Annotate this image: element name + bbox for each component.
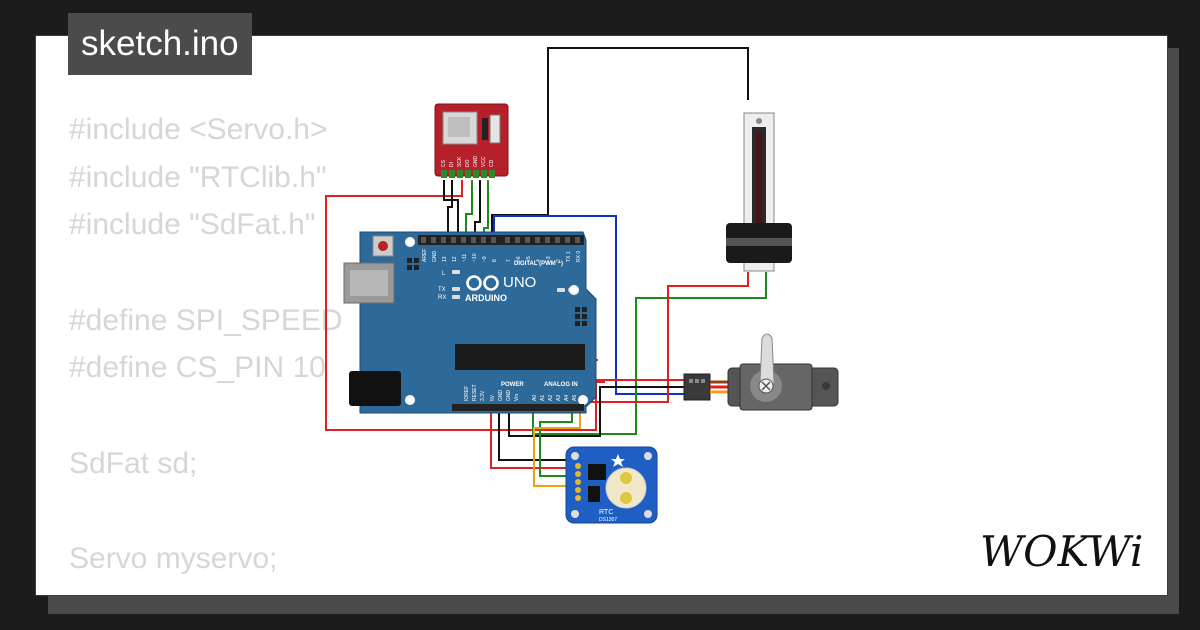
digital-pin-label: RX 0	[576, 251, 582, 262]
digital-pin-label: AREF	[422, 249, 428, 262]
digital-pin-label: 4	[536, 259, 542, 262]
arduino-brand-label: ARDUINO	[465, 293, 507, 303]
digital-pin-label: ~6	[516, 256, 522, 262]
code-line: #include "RTClib.h"	[69, 160, 327, 194]
code-line: #include "SdFat.h"	[69, 208, 316, 242]
analog-header-label: ANALOG IN	[544, 382, 578, 388]
wokwi-logo[interactable]: WOKWi	[978, 526, 1148, 576]
rtc-chip	[588, 464, 606, 480]
code-line: RTC_DS1307	[69, 583, 343, 595]
digital-pin-label: ~5	[526, 256, 532, 262]
digital-pin-label: 7	[506, 259, 512, 262]
arduino-infinity-icon	[466, 275, 499, 291]
wokwi-logo-text: WOKWi	[980, 527, 1143, 576]
digital-header-label: DIGITAL (PWM ~)	[514, 261, 563, 267]
analog-pin-label: A5	[572, 395, 578, 401]
sd-pin-label: SCK	[457, 156, 463, 167]
digital-pin-label: TX 1	[566, 251, 572, 262]
file-name-tab[interactable]: sketch.ino	[68, 13, 252, 75]
digital-pin-label: 2	[556, 259, 562, 262]
power-pin-label: 5V	[490, 394, 496, 401]
digital-pin-label: 12	[452, 256, 458, 262]
servo-motor[interactable]	[683, 333, 839, 411]
led-label: RX	[438, 295, 446, 301]
analog-pin-label: A2	[548, 395, 554, 401]
led-label: L	[442, 271, 446, 277]
rtc-chip-label: DS1307	[599, 517, 617, 523]
digital-pin-label: ~9	[482, 256, 488, 262]
code-line: Servo myservo;	[69, 542, 278, 576]
wires	[325, 47, 767, 487]
led-label: TX	[438, 287, 446, 293]
digital-pin-label: 8	[492, 259, 498, 262]
power-pin-label: GND	[498, 390, 504, 402]
digital-pin-label: 13	[442, 256, 448, 262]
power-pin-label: GND	[506, 390, 512, 402]
on-led-label: ON	[568, 288, 577, 294]
sd-pin-label: GND	[473, 156, 479, 168]
code-preview: #include <Servo.h> #include "RTClib.h" #in…	[69, 106, 343, 595]
analog-pin-label: A1	[540, 395, 546, 401]
servo-horn-icon	[759, 333, 775, 385]
digital-pin-label: ~10	[472, 253, 478, 262]
board-model-label: UNO	[503, 274, 536, 291]
analog-pin-label: A4	[564, 395, 570, 401]
rtc-label: RTC	[599, 509, 613, 516]
power-pin-label: IOREF	[464, 386, 470, 401]
code-line: SdFat sd;	[69, 446, 198, 480]
digital-pin-label: GND	[432, 251, 438, 263]
analog-header	[530, 404, 584, 411]
power-pin-label: Vin	[514, 394, 520, 401]
sd-pin-label: DI	[449, 162, 455, 167]
digital-header	[418, 235, 584, 245]
digital-pin-label: ~11	[462, 254, 468, 262]
arduino-uno-board[interactable]: AREF GND 13 12 ~11 ~10 ~9 8 7 ~6 ~5 4 ~3…	[343, 231, 597, 414]
code-line: #include <Servo.h>	[69, 113, 328, 146]
slide-potentiometer[interactable]	[726, 112, 792, 272]
adafruit-star-icon	[611, 454, 625, 467]
power-pin-label: RESET	[472, 384, 478, 401]
sd-pin-label: VCC	[481, 156, 487, 167]
sd-pin-label: DO	[465, 159, 471, 167]
power-header-label: POWER	[501, 382, 524, 388]
power-header	[452, 404, 530, 411]
power-jack	[349, 371, 401, 406]
digital-pin-label: ~3	[546, 256, 552, 262]
microcontroller-chip	[455, 344, 585, 370]
sd-pin-label: CS	[441, 159, 447, 167]
rtc-module[interactable]: RTC DS1307	[565, 446, 658, 524]
project-preview-canvas: #include <Servo.h> #include "RTClib.h" #in…	[35, 35, 1168, 596]
analog-pin-label: A0	[532, 395, 538, 401]
power-pin-label: 3.3V	[480, 390, 486, 401]
sd-card-module[interactable]: CS DI SCK DO GND VCC CD	[434, 103, 509, 178]
analog-pin-label: A3	[556, 395, 562, 401]
sd-pin-label: CD	[489, 159, 495, 167]
code-line: #define CS_PIN 10	[69, 351, 326, 385]
code-line: #define SPI_SPEED	[69, 303, 343, 337]
